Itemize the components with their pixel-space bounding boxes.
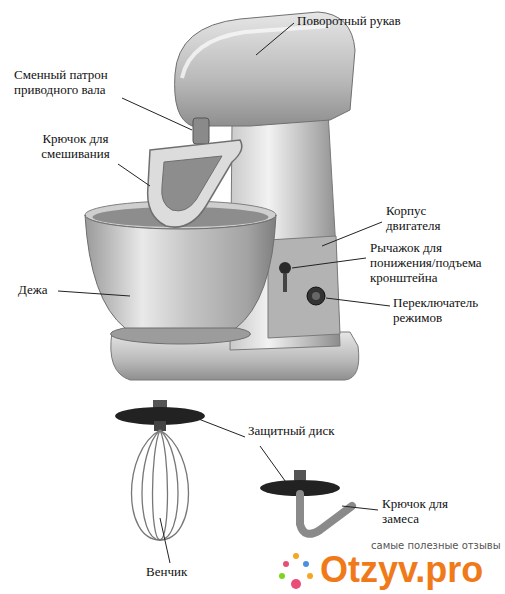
part-label: Венчик: [146, 565, 206, 580]
watermark-logo-text: Otzyv.pro: [320, 552, 500, 588]
part-label: Поворотный рукав: [297, 14, 437, 29]
bowl: [85, 140, 276, 344]
part-label: Корпус двигателя: [386, 204, 466, 234]
part-label: Дежа: [18, 283, 58, 298]
part-label: Переключатель режимов: [393, 296, 498, 326]
watermark-text: самые полезные отзывы: [371, 541, 501, 551]
part-label: Рычажок для понижения/подъема кронштейна: [370, 241, 498, 286]
part-label: Крючок для замеса: [382, 497, 467, 527]
leader-lines: [58, 23, 390, 563]
part-label: Сменный патрон приводного вала: [14, 68, 139, 98]
part-label: Крючок для смешивания: [28, 132, 123, 162]
watermark-logo: [279, 553, 313, 589]
part-label: Защитный диск: [248, 424, 368, 439]
dough-hook: [260, 470, 352, 534]
